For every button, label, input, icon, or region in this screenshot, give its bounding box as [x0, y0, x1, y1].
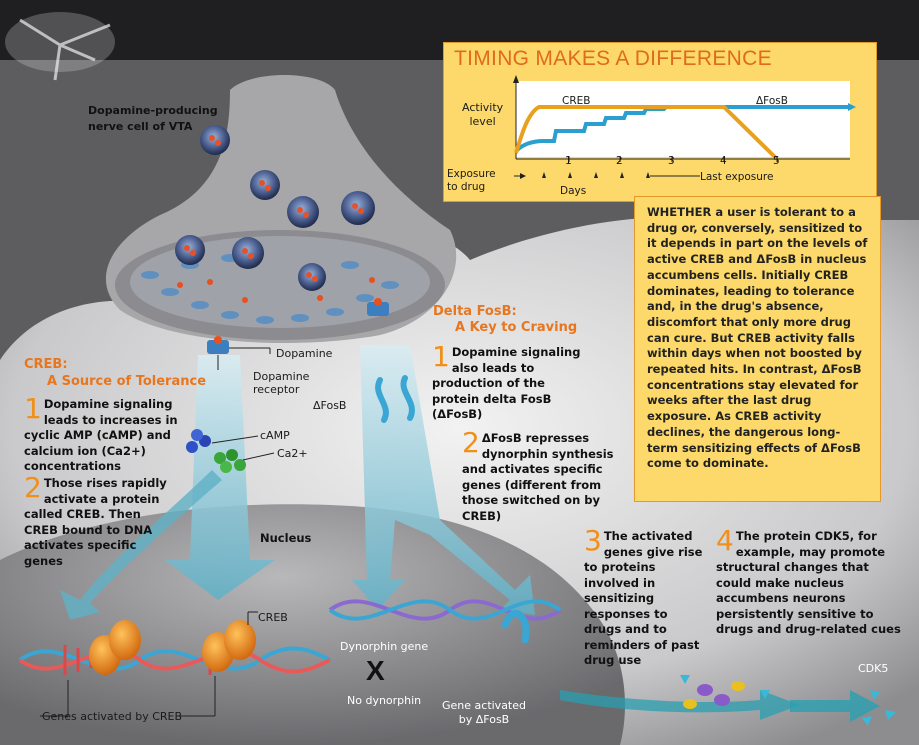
creb-step-2-number: 2 — [24, 471, 42, 504]
creb-step-1-number: 1 — [24, 392, 42, 425]
ca-label: Ca2+ — [277, 447, 308, 460]
cdk5-label: CDK5 — [858, 662, 889, 675]
tick-label-2: 2 — [616, 155, 623, 167]
dynorphin-gene-label: Dynorphin gene — [340, 640, 429, 653]
tick-label-5: 5 — [773, 155, 780, 167]
legend-fosb: ΔFosB — [756, 95, 788, 107]
step-4-text: The protein CDK5, for example, may promo… — [716, 529, 901, 636]
fosb-section-title: Delta FosB: — [433, 304, 517, 319]
step-4-number: 4 — [716, 524, 734, 557]
fosb-step-2-text: ΔFosB represses dynorphin synthesis and … — [462, 431, 614, 523]
timing-chart — [513, 75, 856, 179]
creb-step-1-text: Dopamine signaling leads to increases in… — [24, 397, 178, 473]
fosb-step-1-number: 1 — [432, 340, 450, 373]
explanation-callout: WHETHER a user is tolerant to a drug or,… — [634, 196, 881, 502]
creb-section-subtitle: A Source of Tolerance — [47, 374, 207, 389]
tick-label-3: 3 — [668, 155, 675, 167]
creb-step-1: 1 Dopamine signaling leads to increases … — [24, 392, 202, 475]
series-fosb-line — [514, 105, 850, 153]
gene-activated-label: Gene activated by ΔFosB — [442, 699, 526, 726]
camp-label: cAMP — [260, 429, 290, 442]
y-axis-label: Activity level — [462, 101, 504, 128]
fosb-step-2: 2 ΔFosB represses dynorphin synthesis an… — [462, 426, 620, 524]
nucleus-label: Nucleus — [260, 531, 312, 545]
no-dynorphin-label: No dynorphin — [347, 694, 422, 707]
dopamine-receptor-label: Dopamine receptor — [253, 370, 310, 396]
series-creb-line — [514, 105, 779, 161]
days-label: Days — [560, 185, 587, 197]
fosb-step-2-number: 2 — [462, 426, 480, 459]
fosb-section-subtitle: A Key to Craving — [455, 320, 578, 335]
creb-step-2: 2 Those rises rapidly activate a protein… — [24, 471, 174, 569]
neuron-label: Dopamine-producing nerve cell of VTA — [88, 104, 218, 133]
fosb-step-1: 1 Dopamine signaling also leads to produ… — [432, 340, 582, 423]
creb-protein-label: CREB — [258, 611, 288, 624]
x-mark: X — [366, 655, 385, 686]
genes-activated-creb-label: Genes activated by CREB — [42, 710, 183, 723]
fosb-step-1-text: Dopamine signaling also leads to product… — [432, 345, 581, 421]
exposure-label: Exposure to drug — [447, 168, 496, 193]
tick-label-4: 4 — [720, 155, 727, 167]
step-3-number: 3 — [584, 524, 602, 557]
timing-panel: TIMING MAKES A DIFFERENCE Activity level… — [443, 42, 877, 202]
tick-label-1: 1 — [565, 155, 572, 167]
dopamine-label: Dopamine — [276, 347, 333, 360]
delta-fosb-label: ΔFosB — [313, 399, 347, 412]
creb-section-title: CREB: — [24, 357, 68, 372]
step-4: 4 The protein CDK5, for example, may pro… — [716, 524, 902, 638]
legend-creb: CREB — [562, 95, 591, 107]
last-exposure-label: Last exposure — [700, 171, 774, 183]
timing-title: TIMING MAKES A DIFFERENCE — [454, 47, 772, 70]
creb-step-2-text: Those rises rapidly activate a protein c… — [24, 476, 167, 568]
step-3-text: The activated genes give rise to protein… — [584, 529, 703, 667]
step-3: 3 The activated genes give rise to prote… — [584, 524, 706, 669]
